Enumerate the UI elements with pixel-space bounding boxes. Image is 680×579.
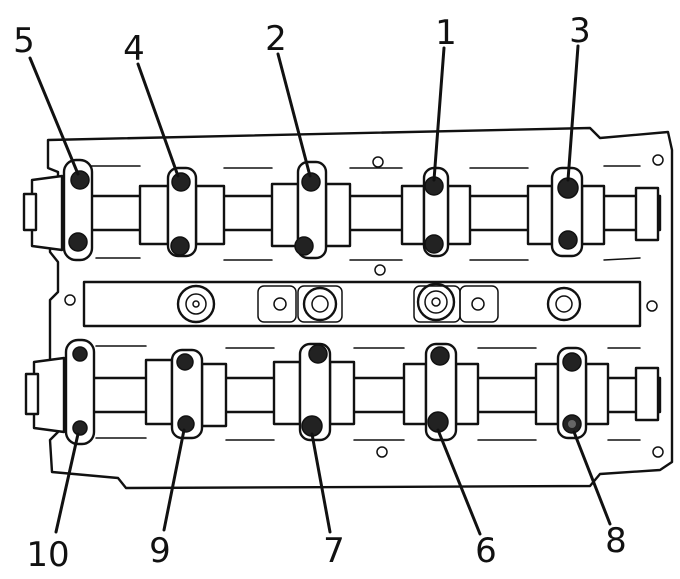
- lower-bearing-cap-3: [298, 342, 332, 442]
- bolt-6: [427, 346, 450, 433]
- leader-7: [310, 432, 332, 534]
- upper-camshaft: [22, 165, 662, 261]
- callout-label-1: 1: [435, 13, 457, 53]
- cylinder-head-outline: [46, 126, 674, 490]
- bolt-1: [424, 176, 444, 254]
- bolt-9: [176, 353, 195, 433]
- upper-bearing-cap-2: [166, 166, 198, 258]
- lower-bearing-cap-5: [556, 346, 588, 440]
- callout-label-8: 8: [605, 521, 627, 561]
- bolt-3: [557, 177, 579, 250]
- callout-label-2: 2: [265, 19, 287, 59]
- leader-8: [572, 430, 612, 526]
- bolt-2: [294, 172, 321, 256]
- bolt-5: [68, 170, 90, 252]
- leader-5: [28, 56, 80, 176]
- callout-label-4: 4: [123, 29, 145, 69]
- callout-label-7: 7: [323, 531, 345, 571]
- leader-1: [432, 46, 446, 182]
- bolt-7: [301, 344, 328, 437]
- cap-bolts: [68, 170, 582, 437]
- leader-lines: [28, 44, 612, 536]
- callout-numbers: 1 2 3 4 5 6 7 8 9 10: [13, 11, 627, 575]
- leader-4: [136, 62, 180, 178]
- callout-label-10: 10: [26, 535, 69, 575]
- callout-label-3: 3: [569, 11, 591, 51]
- callout-label-9: 9: [149, 531, 171, 571]
- lower-bearing-cap-1: [64, 338, 96, 446]
- lower-bearing-caps: [64, 338, 588, 446]
- bolt-4: [170, 172, 191, 256]
- callout-label-6: 6: [475, 531, 497, 571]
- leader-3: [566, 44, 580, 182]
- lower-bearing-cap-2: [170, 348, 204, 440]
- bolt-10: [72, 346, 88, 436]
- bolt-8: [562, 352, 582, 434]
- spark-plug-strip: [82, 280, 642, 328]
- callout-label-5: 5: [13, 21, 35, 61]
- leader-9: [162, 428, 186, 532]
- leader-10: [54, 432, 80, 534]
- leader-6: [436, 428, 482, 536]
- leader-2: [276, 52, 312, 178]
